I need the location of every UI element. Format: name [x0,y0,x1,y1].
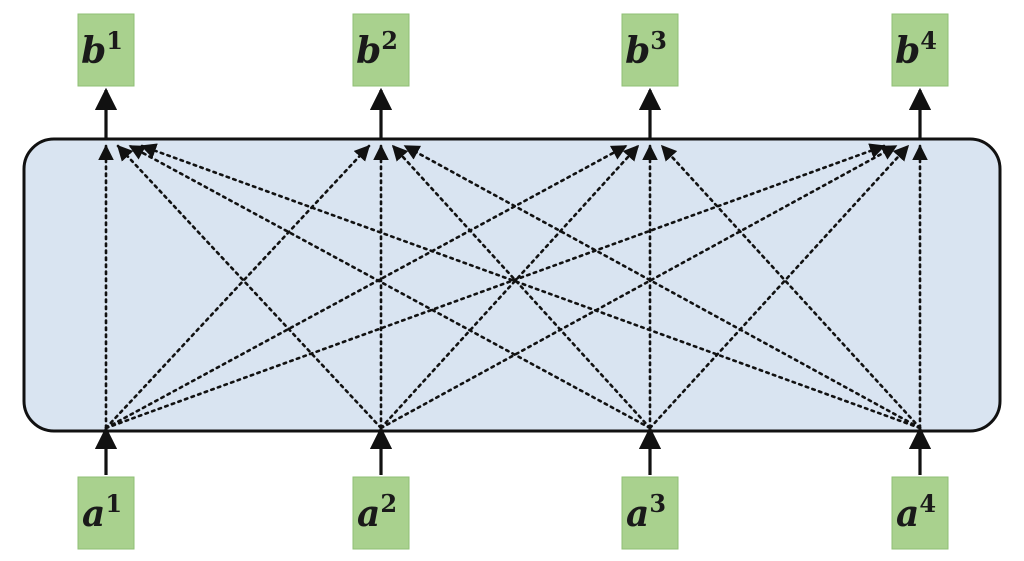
label-superscript: 3 [650,26,667,55]
input-node-box [352,476,410,550]
input-node-3: a3 [621,476,679,550]
label-base: a [896,493,919,535]
output-node-4: b4 [891,13,949,87]
label-base: b [81,30,106,72]
label-superscript: 2 [380,489,397,518]
label-superscript: 1 [106,26,123,55]
connection-a2-to-b1 [116,144,383,430]
output-node-3: b3 [621,13,679,87]
connection-a3-to-b4 [648,144,910,430]
connection-a4-to-b3 [660,144,922,430]
connection-a4-to-b1 [140,143,922,430]
label-base: b [895,30,920,72]
output-node-label: b2 [356,26,398,72]
output-node-2: b2 [352,13,410,87]
output-node-box [352,13,410,87]
input-arrows [94,426,932,475]
connection-a1-to-b2 [104,144,371,430]
output-node-label: b3 [625,26,667,72]
connection-a2-to-b4 [379,144,898,430]
input-node-label: a4 [896,489,936,535]
connection-a2-to-b3 [379,144,640,430]
input-node-1: a1 [77,476,135,550]
input-node-4: a4 [891,476,949,550]
label-base: b [356,30,381,72]
label-superscript: 1 [105,489,122,518]
input-node-2: a2 [352,476,410,550]
connection-a1-to-b4 [104,143,886,430]
output-arrows [94,87,932,139]
input-node-box [891,476,949,550]
connection-a3-to-b1 [128,144,652,430]
output-node-label: b1 [81,26,123,72]
input-node-label: a2 [357,489,397,535]
input-node-label: a1 [82,489,122,535]
connection-a3-to-b2 [391,144,652,430]
attention-layer-box [22,137,1002,433]
label-base: b [625,30,650,72]
label-superscript: 3 [649,489,666,518]
output-node-box [891,13,949,87]
input-node-box [621,476,679,550]
input-node-box [77,476,135,550]
output-node-box [77,13,135,87]
label-superscript: 4 [920,26,937,55]
label-superscript: 2 [381,26,398,55]
output-node-label: b4 [895,26,937,72]
label-base: a [82,493,105,535]
connection-a4-to-b2 [403,144,922,430]
input-node-label: a3 [626,489,666,535]
label-base: a [357,493,380,535]
output-node-box [621,13,679,87]
attention-connections [98,143,928,430]
label-base: a [626,493,649,535]
label-superscript: 4 [919,489,936,518]
connection-a1-to-b3 [104,144,628,430]
output-node-1: b1 [77,13,135,87]
